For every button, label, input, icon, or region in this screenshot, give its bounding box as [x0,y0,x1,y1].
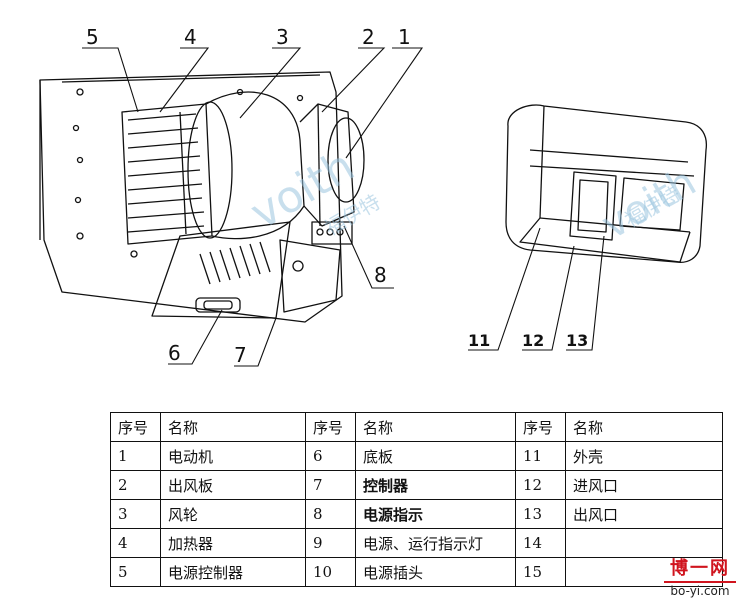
cell-index: 15 [515,557,566,587]
mounting-plate [39,71,343,323]
header-name-1: 名称 [160,412,306,442]
table-row: 1 电动机 6 底板 11 外壳 [110,441,723,471]
cell-index: 14 [515,528,566,558]
cell-name: 电源插头 [355,557,516,587]
header-name-2: 名称 [355,412,516,442]
cell-name: 底板 [355,441,516,471]
cell-index: 11 [515,441,566,471]
controller-box [279,239,341,313]
cell-name: 电动机 [160,441,306,471]
inlet-opening [519,217,691,263]
cell-name [565,528,723,558]
header-index-2: 序号 [305,412,356,442]
cell-index: 13 [515,499,566,529]
cell-index: 3 [110,499,161,529]
heater-fins [121,103,213,245]
cell-name: 电源、运行指示灯 [355,528,516,558]
table-row: 4 加热器 9 电源、运行指示灯 14 [110,528,723,558]
cell-index: 9 [305,528,356,558]
cell-name: 出风口 [565,499,723,529]
dryer-shell [505,104,708,264]
site-logo-rule [664,581,736,583]
motor-body [299,103,365,227]
callout-13: 13 [566,331,588,350]
table-row: 2 出风板 7 控制器 12 进风口 [110,470,723,500]
cell-name: 电源指示 [355,499,516,529]
exploded-assembly-drawing: voith 福伊特 voith 福伊特 5 4 3 2 1 8 6 7 11 1… [39,25,708,367]
cell-name: 控制器 [355,470,516,500]
cell-index: 4 [110,528,161,558]
fan-housing [205,91,305,240]
outlet-opening [569,171,617,241]
site-logo: 博一网 bo-yi.com [660,558,740,598]
parts-table: 序号 名称 序号 名称 序号 名称 1 电动机 6 底板 11 外壳 2 出风板… [110,412,723,587]
terminal-block [311,221,353,245]
table-row: 5 电源控制器 10 电源插头 15 [110,557,723,587]
cell-index: 7 [305,470,356,500]
callout-3: 3 [276,25,289,49]
cell-name: 出风板 [160,470,306,500]
callout-12: 12 [522,331,544,350]
cell-index: 6 [305,441,356,471]
cell-index: 10 [305,557,356,587]
cell-index: 8 [305,499,356,529]
callout-1: 1 [398,25,411,49]
cell-name: 加热器 [160,528,306,558]
table-header-row: 序号 名称 序号 名称 序号 名称 [110,412,723,442]
site-logo-cn: 博一网 [670,558,730,579]
cell-index: 2 [110,470,161,500]
callout-4: 4 [184,25,197,49]
header-index-1: 序号 [110,412,161,442]
cell-name: 外壳 [565,441,723,471]
site-logo-en: bo-yi.com [670,584,730,598]
cell-index: 5 [110,557,161,587]
cell-name: 进风口 [565,470,723,500]
cell-name: 电源控制器 [160,557,306,587]
cell-index: 12 [515,470,566,500]
header-index-3: 序号 [515,412,566,442]
callout-6: 6 [168,341,181,365]
callout-5: 5 [86,25,99,49]
table-row: 3 风轮 8 电源指示 13 出风口 [110,499,723,529]
callout-7: 7 [234,343,247,367]
callout-8: 8 [374,263,387,287]
cell-index: 1 [110,441,161,471]
header-name-3: 名称 [565,412,723,442]
callout-2: 2 [362,25,375,49]
cell-name: 风轮 [160,499,306,529]
callout-11: 11 [468,331,490,350]
